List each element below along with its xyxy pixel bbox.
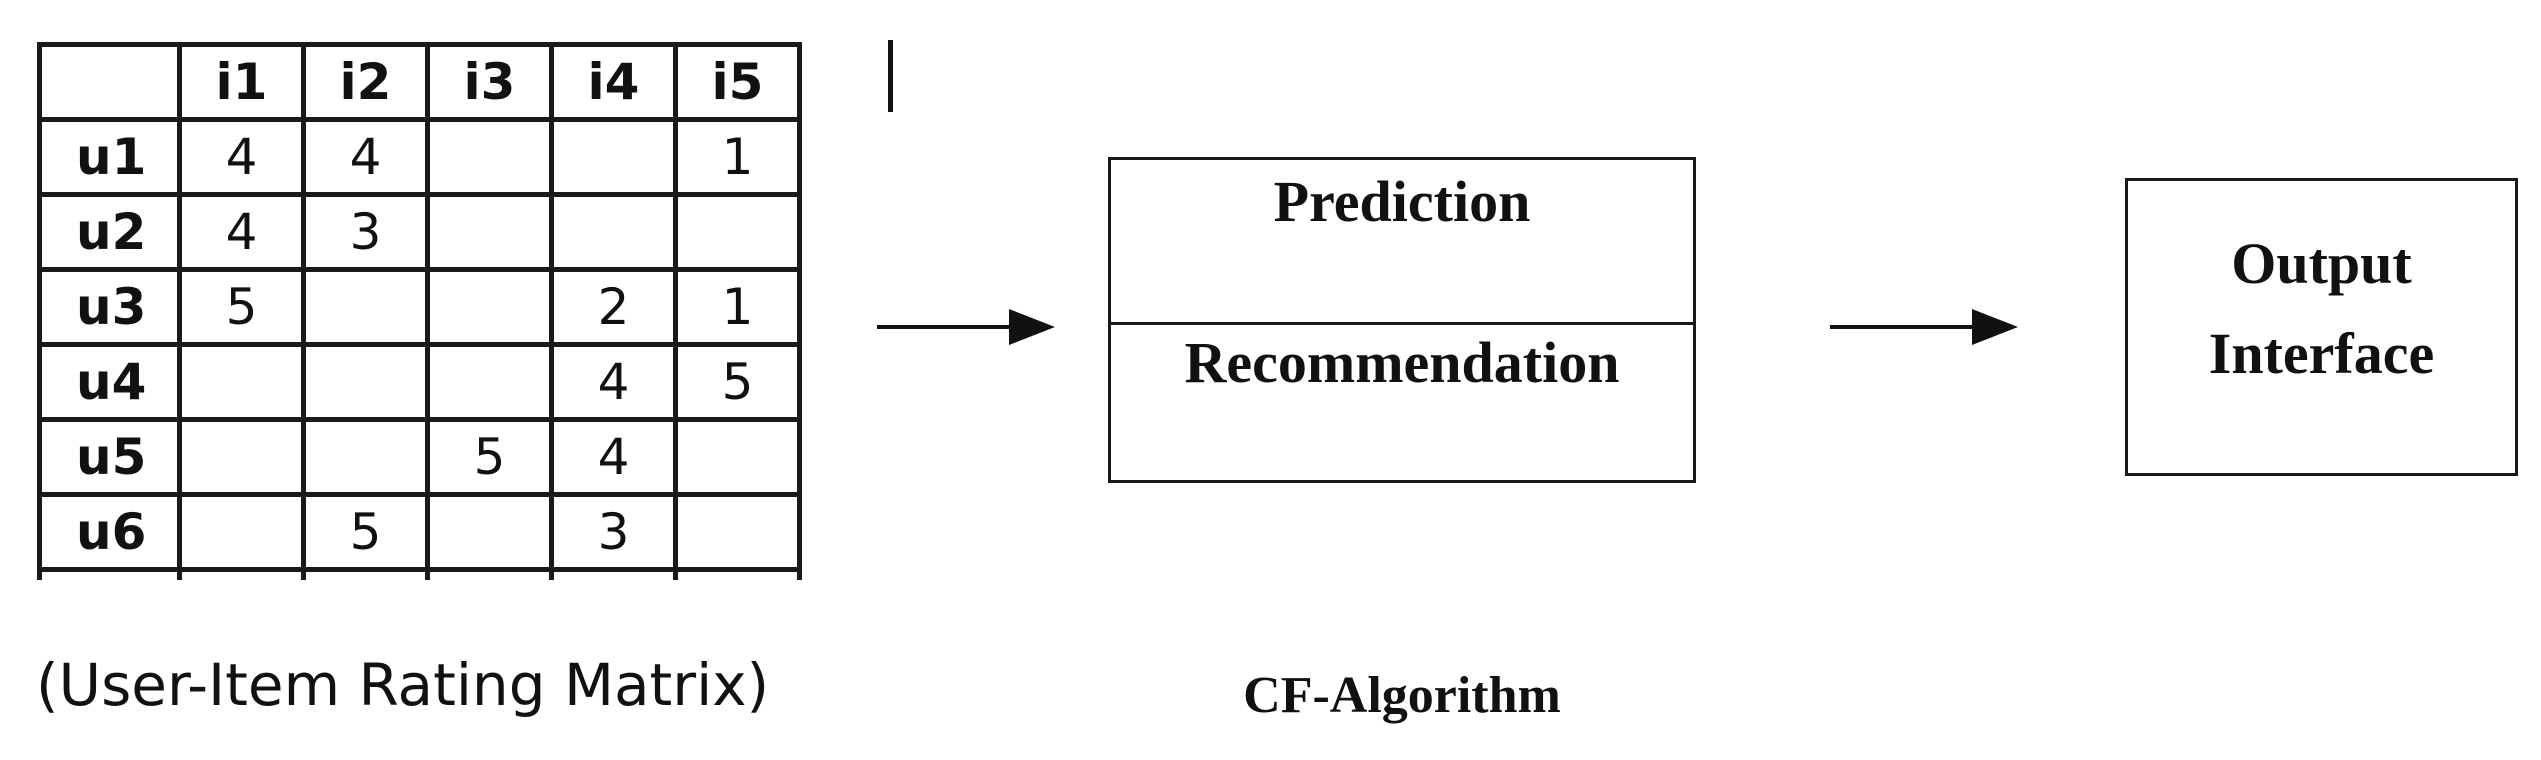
rating-cell: 3 [549, 492, 678, 572]
rating-cell: 2 [549, 267, 678, 347]
matrix-column-header: i2 [301, 42, 430, 122]
text-cursor [888, 40, 893, 112]
matrix-column-header: i3 [425, 42, 554, 122]
rating-cell [301, 342, 430, 422]
rating-cell: 5 [177, 267, 306, 347]
rating-cell [673, 492, 802, 572]
matrix-caption: (User-Item Rating Matrix) [36, 651, 770, 719]
rating-cell: 1 [673, 117, 802, 197]
rating-cell: 4 [177, 192, 306, 272]
recommendation-label: Recommendation [1184, 330, 1620, 395]
matrix-row: u5 5 4 [37, 417, 802, 497]
cf-algorithm-caption: CF-Algorithm [1243, 667, 1561, 724]
arrow-right-icon [877, 309, 1055, 345]
matrix-row-header: u3 [37, 267, 182, 347]
matrix-row: u6 5 3 [37, 492, 802, 572]
rating-cell: 4 [301, 117, 430, 197]
matrix-cropped-cell [673, 567, 802, 580]
matrix-cropped-cell [177, 567, 306, 580]
rating-cell [425, 342, 554, 422]
rating-cell: 3 [301, 192, 430, 272]
matrix-corner-cell [37, 42, 182, 122]
cf-box-divider [1111, 322, 1693, 325]
matrix-cropped-cell [301, 567, 430, 580]
matrix-row: u2 4 3 [37, 192, 802, 272]
rating-cell: 5 [425, 417, 554, 497]
rating-cell [425, 492, 554, 572]
matrix-row-header: u6 [37, 492, 182, 572]
matrix-cropped-cell [549, 567, 678, 580]
matrix-row-header: u1 [37, 117, 182, 197]
rating-cell: 1 [673, 267, 802, 347]
rating-cell: 5 [301, 492, 430, 572]
matrix-cropped-cell [37, 567, 182, 580]
rating-cell: 4 [549, 417, 678, 497]
rating-cell [549, 192, 678, 272]
rating-cell: 5 [673, 342, 802, 422]
rating-cell [425, 117, 554, 197]
matrix-row-header: u5 [37, 417, 182, 497]
rating-cell [177, 417, 306, 497]
rating-cell: 4 [177, 117, 306, 197]
rating-cell [177, 492, 306, 572]
rating-cell [673, 192, 802, 272]
rating-cell [425, 192, 554, 272]
rating-cell [177, 342, 306, 422]
output-interface-label: Output Interface [2208, 231, 2435, 386]
output-interface-box: Output Interface [2125, 178, 2518, 476]
rating-cell [301, 267, 430, 347]
matrix-column-header: i4 [549, 42, 678, 122]
matrix-row-header: u4 [37, 342, 182, 422]
matrix-row-header: u2 [37, 192, 182, 272]
matrix-cropped-row [37, 567, 802, 580]
arrow-right-icon [1830, 309, 2018, 345]
cf-algorithm-box: Prediction Recommendation [1108, 157, 1696, 483]
matrix-row: u3 5 2 1 [37, 267, 802, 347]
matrix-column-header: i1 [177, 42, 306, 122]
rating-cell [301, 417, 430, 497]
rating-cell [673, 417, 802, 497]
rating-cell [549, 117, 678, 197]
matrix-column-header: i5 [673, 42, 802, 122]
matrix-row: u1 4 4 1 [37, 117, 802, 197]
user-item-rating-matrix: i1 i2 i3 i4 i5 u1 4 4 1 u2 4 3 u3 5 2 1 … [37, 42, 802, 580]
rating-cell: 4 [549, 342, 678, 422]
matrix-header-row: i1 i2 i3 i4 i5 [37, 42, 802, 122]
prediction-label: Prediction [1273, 169, 1531, 234]
matrix-cropped-cell [425, 567, 554, 580]
rating-cell [425, 267, 554, 347]
matrix-row: u4 4 5 [37, 342, 802, 422]
